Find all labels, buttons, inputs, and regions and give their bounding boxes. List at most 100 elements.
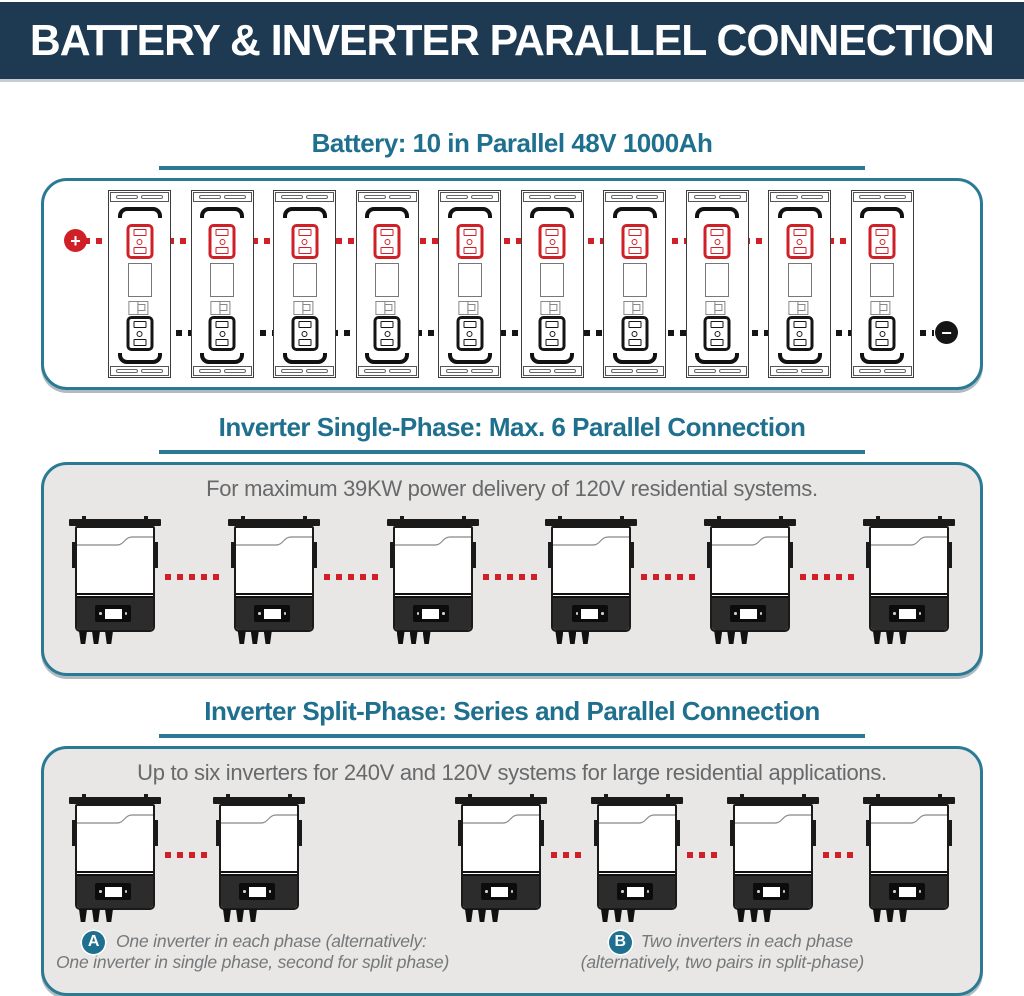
inverter-cover-seam xyxy=(394,536,471,546)
battery-top-handle xyxy=(530,207,575,218)
inverter-side-fin xyxy=(630,542,635,568)
inverter-lcd-screen xyxy=(490,886,508,897)
inverter-body xyxy=(710,526,791,632)
inverter-cable-glands xyxy=(465,909,499,922)
battery-front-label xyxy=(127,263,152,297)
battery-unit xyxy=(603,190,667,378)
inverter-display-panel xyxy=(95,883,132,900)
split-phase-group-a xyxy=(68,794,306,922)
inverter-body xyxy=(597,804,677,910)
battery-breaker-icon xyxy=(788,301,809,315)
battery-row xyxy=(108,190,914,378)
inverter-lcd-screen xyxy=(263,608,281,619)
title-banner: BATTERY & INVERTER PARALLEL CONNECTION xyxy=(0,2,1024,82)
inverter-unit xyxy=(227,516,321,644)
inverter-side-fin xyxy=(676,820,680,846)
battery-bottom-mount-rail xyxy=(522,366,582,376)
battery-breaker-icon xyxy=(540,301,561,315)
battery-unit xyxy=(438,190,502,378)
battery-breaker-icon xyxy=(210,301,231,315)
inverter-mount-bar xyxy=(455,797,547,804)
battery-breaker-icon xyxy=(127,301,148,315)
inverter-unit xyxy=(68,516,162,644)
parallel-connection-dash xyxy=(641,574,701,580)
inverter-side-fin xyxy=(947,542,952,568)
inverter-terminal-cover xyxy=(553,598,630,630)
inverter-mount-bar xyxy=(227,519,320,526)
battery-negative-terminal-icon xyxy=(291,316,319,351)
inverter-terminal-cover xyxy=(712,598,789,630)
inverter-cover-seam xyxy=(870,536,947,546)
inverter-cover-seam xyxy=(599,814,675,824)
inverter-mount-bar xyxy=(727,797,819,804)
battery-negative-terminal-icon xyxy=(868,316,896,351)
inverter-body xyxy=(233,526,314,632)
parallel-connection-dash xyxy=(323,574,383,580)
inverter-screw-icon xyxy=(876,794,880,798)
inverter-side-fin xyxy=(548,542,553,568)
inverter-unit xyxy=(703,516,797,644)
battery-bottom-mount-rail xyxy=(275,366,335,376)
battery-bottom-handle xyxy=(447,353,492,364)
inverter-side-fin xyxy=(865,542,870,568)
battery-negative-terminal-icon xyxy=(126,316,153,351)
inverter-body xyxy=(75,804,155,910)
inverter-side-fin xyxy=(72,820,76,846)
notes-row: A One inverter in each phase (alternativ… xyxy=(44,929,980,972)
inverter-unit xyxy=(68,794,162,922)
note-b-text: Two inverters in each phase (alternative… xyxy=(580,931,864,972)
battery-bottom-handle xyxy=(612,353,657,364)
inverter-display-panel xyxy=(753,883,790,900)
inverter-screw-icon xyxy=(226,794,230,798)
battery-bottom-mount-rail xyxy=(357,366,417,376)
battery-unit xyxy=(273,190,337,378)
battery-top-handle xyxy=(282,207,327,218)
inverter-screw-icon xyxy=(288,794,292,798)
battery-top-mount-rail xyxy=(275,192,335,202)
parallel-connection-dash xyxy=(165,852,209,858)
battery-bottom-handle xyxy=(860,353,905,364)
inverter-divider-line xyxy=(221,871,297,876)
inverter-terminal-cover xyxy=(77,598,153,630)
split-phase-section-heading: Inverter Split-Phase: Series and Paralle… xyxy=(204,696,820,726)
inverter-side-fin xyxy=(312,542,317,568)
inverter-terminal-cover xyxy=(870,598,947,630)
battery-negative-terminal-icon xyxy=(208,316,236,351)
battery-top-mount-rail xyxy=(687,192,747,202)
battery-breaker-icon xyxy=(292,301,313,315)
inverter-mount-bar xyxy=(69,519,161,526)
inverter-display-panel xyxy=(254,605,291,622)
inverter-display-panel xyxy=(95,605,132,622)
inverter-screw-icon xyxy=(302,516,307,520)
single-phase-description: For maximum 39KW power delivery of 120V … xyxy=(206,476,818,501)
note-a-text: One inverter in each phase (alternativel… xyxy=(56,931,450,972)
battery-bottom-mount-rail xyxy=(687,366,747,376)
inverter-divider-line xyxy=(235,593,312,598)
battery-front-label xyxy=(705,263,730,297)
battery-top-handle xyxy=(860,207,905,218)
inverter-divider-line xyxy=(394,593,471,598)
inverter-divider-line xyxy=(871,871,947,876)
inverter-cable-glands xyxy=(601,909,635,922)
inverter-screw-icon xyxy=(468,794,472,798)
inverter-divider-line xyxy=(77,593,153,598)
battery-positive-terminal-icon xyxy=(703,224,731,259)
inverter-unit xyxy=(386,516,480,644)
single-phase-inverter-row xyxy=(44,502,980,644)
battery-top-handle xyxy=(365,207,410,218)
inverter-divider-line xyxy=(463,871,539,876)
inverter-cover-seam xyxy=(463,814,539,824)
inverter-display-panel xyxy=(889,883,926,900)
battery-unit xyxy=(850,190,914,378)
battery-top-handle xyxy=(447,207,492,218)
inverter-body xyxy=(392,526,473,632)
inverter-cable-glands xyxy=(237,631,272,644)
inverter-side-fin xyxy=(730,820,734,846)
inverter-terminal-cover xyxy=(77,876,153,908)
battery-top-mount-rail xyxy=(192,192,252,202)
inverter-screw-icon xyxy=(530,794,534,798)
inverter-screw-icon xyxy=(620,516,625,520)
battery-bottom-handle xyxy=(530,353,575,364)
inverter-cable-glands xyxy=(555,631,590,644)
battery-top-mount-rail xyxy=(357,192,417,202)
